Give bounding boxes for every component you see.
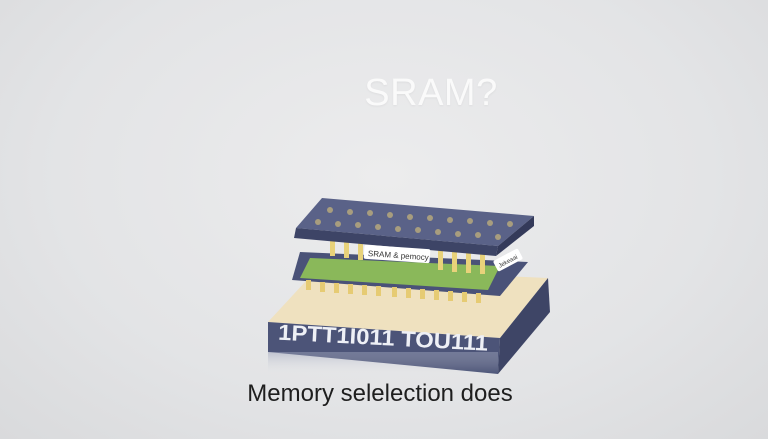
pin-row <box>306 280 481 303</box>
pillars <box>330 236 485 274</box>
top-board <box>296 198 534 246</box>
chip-label-box <box>363 244 431 264</box>
reflection <box>268 352 498 374</box>
base-side-right <box>498 278 550 374</box>
pcb-strip <box>300 258 500 290</box>
side-label-box <box>493 248 523 272</box>
chip-label: SRAM & pemocy <box>368 249 429 262</box>
heading: SRAM? <box>364 72 498 114</box>
cell-grid <box>315 207 513 240</box>
caption: Memory selelection does <box>247 380 513 407</box>
